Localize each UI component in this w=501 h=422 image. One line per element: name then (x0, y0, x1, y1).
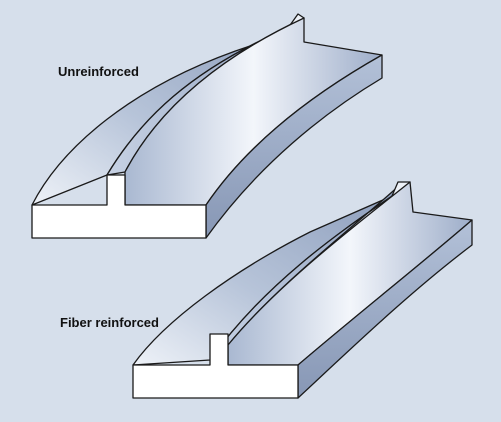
reinforced-front-face (132, 333, 299, 399)
unreinforced-right-side (205, 54, 383, 239)
unreinforced-profile (31, 13, 383, 239)
fiber-reinforced-label: Fiber reinforced (60, 315, 159, 330)
unreinforced-front-face (31, 174, 207, 239)
unreinforced-label: Unreinforced (58, 64, 139, 79)
fiber-reinforced-profile (132, 181, 473, 399)
reinforced-right-side (297, 219, 473, 399)
